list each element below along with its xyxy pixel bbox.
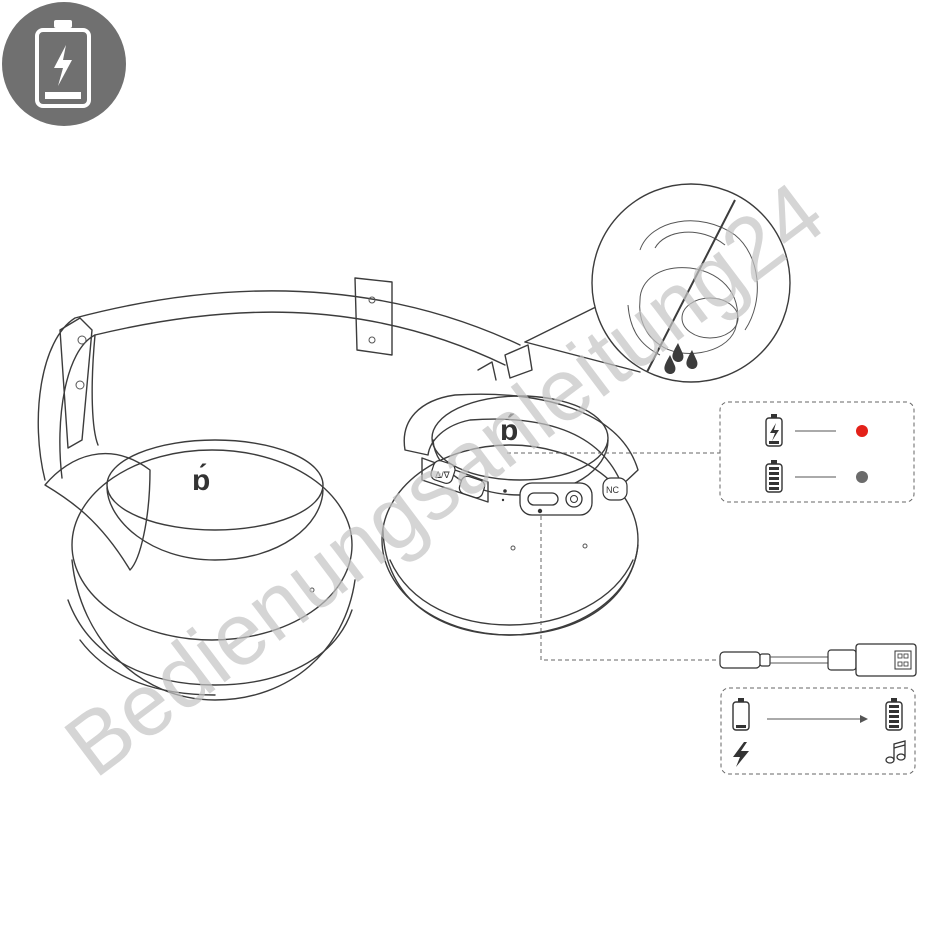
battery-full-icon — [766, 460, 782, 492]
led-red-indicator — [856, 425, 868, 437]
header-badge — [2, 2, 126, 126]
usb-cable — [720, 644, 916, 676]
lightning-icon — [733, 742, 749, 767]
charge-led — [538, 509, 542, 513]
nc-button-label: NC — [606, 485, 619, 495]
left-cup-logo: ɒ́ — [192, 463, 210, 497]
led-status-box — [720, 402, 914, 502]
led-gray-indicator — [856, 471, 868, 483]
charge-flow-box — [721, 688, 915, 774]
music-note-icon — [886, 741, 905, 763]
watermark-text: Bedienungsanleitung24 — [47, 162, 841, 795]
battery-charging-icon — [766, 414, 782, 446]
battery-empty-icon — [733, 698, 749, 730]
battery-full-icon — [886, 698, 902, 730]
nc-button[interactable]: NC — [603, 478, 627, 500]
usb-c-port[interactable] — [528, 493, 558, 505]
audio-jack[interactable] — [566, 491, 582, 507]
